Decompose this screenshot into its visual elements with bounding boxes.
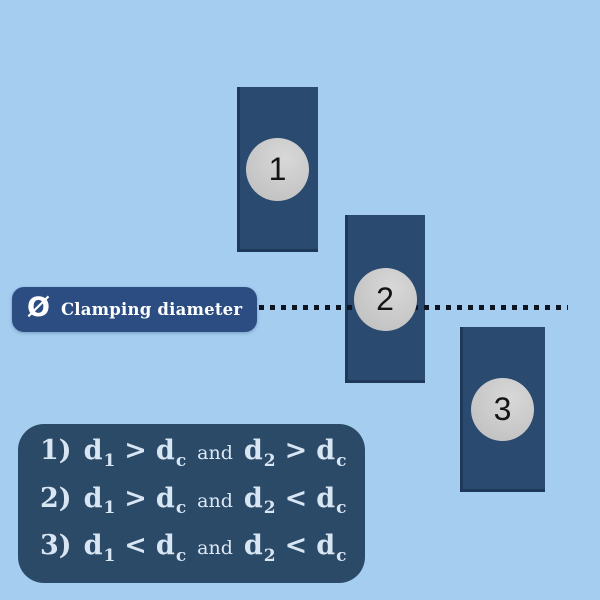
term-d2: d2 <box>243 482 276 519</box>
clamping-diameter-label: Ø Clamping diameter <box>12 287 258 332</box>
term-d1: d1 <box>83 435 116 471</box>
term-dc: dc <box>316 482 347 519</box>
comparator: > <box>124 435 147 467</box>
condition-line-1: 1) d1 > dc and d2 > dc <box>40 432 365 479</box>
clamping-diameter-text: Clamping diameter <box>60 300 243 319</box>
comparator: < <box>284 530 308 562</box>
comparator: < <box>284 482 308 514</box>
position-number-3: 3 <box>493 391 512 427</box>
part-rect-1: 1 <box>237 87 318 252</box>
conditions-box: 1) d1 > dc and d2 > dc 2) d1 > dc and d2… <box>18 424 365 583</box>
term-d1: d1 <box>83 530 116 566</box>
conjunction: and <box>197 442 233 465</box>
term-dc: dc <box>155 530 187 566</box>
condition-number: 2) <box>40 482 72 514</box>
position-circle-2: 2 <box>353 267 417 331</box>
term-dc: dc <box>155 435 187 471</box>
condition-line-2: 2) d1 > dc and d2 < dc <box>40 480 365 527</box>
condition-line-3: 3) d1 < dc and d2 < dc <box>40 527 365 574</box>
term-dc: dc <box>155 482 187 519</box>
condition-number: 1) <box>40 435 72 467</box>
term-d2: d2 <box>243 435 276 471</box>
conjunction: and <box>197 489 233 512</box>
position-circle-1: 1 <box>246 138 309 201</box>
diameter-symbol-icon: Ø <box>27 292 50 323</box>
term-d2: d2 <box>243 530 276 566</box>
position-number-2: 2 <box>376 280 394 317</box>
comparator: > <box>124 482 147 514</box>
part-rect-3: 3 <box>460 327 545 492</box>
comparator: > <box>284 435 308 467</box>
term-dc: dc <box>316 435 347 471</box>
position-circle-3: 3 <box>471 378 534 441</box>
part-rect-2: 2 <box>345 215 425 383</box>
comparator: < <box>124 530 147 562</box>
condition-number: 3) <box>40 530 72 562</box>
conjunction: and <box>197 537 233 560</box>
position-number-1: 1 <box>268 151 287 187</box>
term-dc: dc <box>316 530 347 566</box>
term-d1: d1 <box>83 482 116 519</box>
